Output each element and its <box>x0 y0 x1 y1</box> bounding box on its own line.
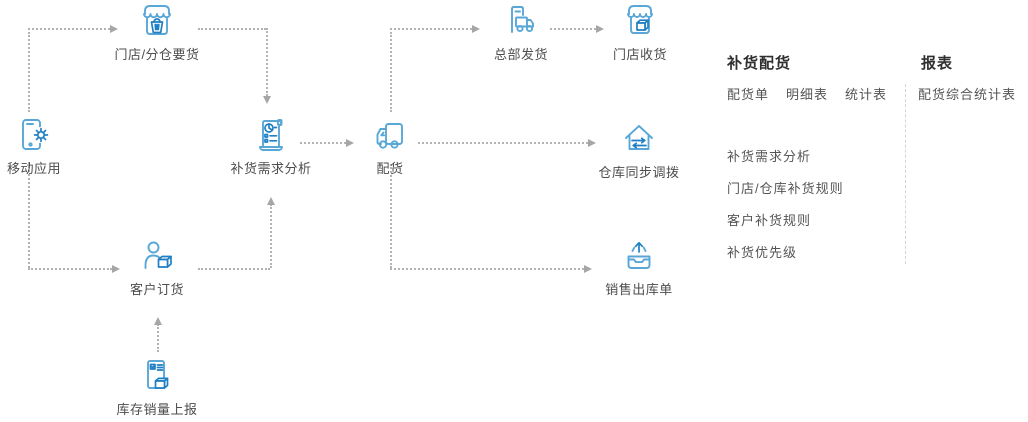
connector <box>157 324 159 352</box>
arrowhead-right <box>110 25 118 33</box>
panel-divider <box>905 84 906 264</box>
node-store-receive: 门店收货 <box>580 1 700 63</box>
node-label: 仓库同步调拨 <box>598 165 680 180</box>
connector <box>28 28 110 30</box>
node-store-request: 门店/分仓要货 <box>97 1 217 63</box>
customer-box-icon <box>144 241 172 269</box>
storefront-basket-icon <box>143 5 171 35</box>
tab-stats-table: 统计表 <box>845 87 888 102</box>
storefront-box-icon <box>627 5 653 34</box>
connector <box>390 28 472 30</box>
node-hq-ship: 总部发货 <box>461 1 581 63</box>
node-label: 销售出库单 <box>605 282 673 297</box>
arrowhead-right <box>588 139 596 147</box>
connector <box>550 28 596 30</box>
mobile-gear-icon <box>22 119 49 150</box>
replenish-tabs: 配货单 明细表 统计表 <box>727 84 887 103</box>
node-inventory-report: 库存销量上报 <box>97 356 217 418</box>
connector <box>300 142 346 144</box>
arrowhead-right <box>112 265 120 273</box>
node-label: 门店收货 <box>612 47 667 62</box>
node-dispatch: 配货 <box>330 117 450 177</box>
connector <box>266 28 268 96</box>
panel-title-replenish: 补货配货 <box>727 55 792 72</box>
arrowhead-right <box>346 139 354 147</box>
arrowhead-right <box>584 265 592 273</box>
warehouse-truck-icon <box>511 6 534 33</box>
arrowhead-right <box>472 25 480 33</box>
tab-detail-table: 明细表 <box>786 87 829 102</box>
connector <box>390 268 584 270</box>
panel-item-priority: 补货优先级 <box>727 245 798 260</box>
panel-item-dispatch-summary: 配货综合统计表 <box>918 87 1017 102</box>
node-label: 补货需求分析 <box>230 161 312 176</box>
tab-dispatch-order: 配货单 <box>727 87 770 102</box>
arrowhead-up <box>267 197 275 205</box>
arrowhead-up <box>154 317 162 325</box>
panel-item-store-warehouse-rule: 门店/仓库补货规则 <box>727 181 844 196</box>
connector <box>418 142 588 144</box>
panel-item-customer-rule: 客户补货规则 <box>727 213 812 228</box>
outbox-arrow-icon <box>627 241 651 269</box>
connector <box>198 268 270 270</box>
connector <box>28 32 30 112</box>
analysis-scroll-icon <box>259 119 283 151</box>
connector <box>28 268 112 270</box>
node-label: 总部发货 <box>493 47 548 62</box>
arrowhead-down <box>263 96 271 104</box>
node-label: 移动应用 <box>6 161 61 176</box>
connector <box>28 162 30 268</box>
arrowhead-right <box>596 25 604 33</box>
node-sales-outbound: 销售出库单 <box>579 236 699 298</box>
node-customer-order: 客户订货 <box>97 236 217 298</box>
connector <box>390 164 392 268</box>
checklist-box-icon <box>147 360 169 389</box>
node-replenish-analysis: 补货需求分析 <box>211 115 331 177</box>
node-label: 客户订货 <box>129 282 184 297</box>
node-label: 库存销量上报 <box>116 402 198 417</box>
connector <box>270 204 272 268</box>
node-mobile-app: 移动应用 <box>0 115 94 177</box>
node-warehouse-transfer: 仓库同步调拨 <box>579 119 699 181</box>
panel-item-replenish-analysis: 补货需求分析 <box>727 149 812 164</box>
panel-title-report: 报表 <box>921 55 954 72</box>
node-label: 门店/分仓要货 <box>114 47 200 62</box>
connector <box>390 32 392 112</box>
node-label: 配货 <box>376 161 404 176</box>
warehouse-sync-icon <box>625 125 653 150</box>
delivery-truck-icon <box>376 123 403 149</box>
connector <box>198 28 266 30</box>
